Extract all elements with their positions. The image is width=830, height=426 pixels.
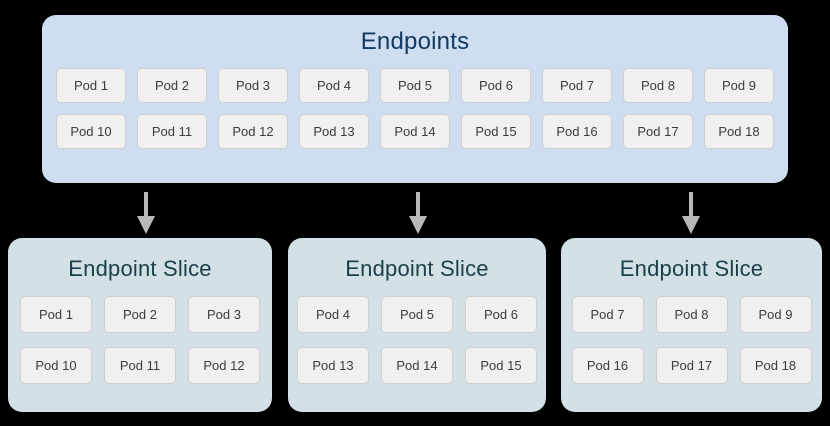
pod-chip: Pod 2 xyxy=(104,296,176,333)
endpoint-slice-title: Endpoint Slice xyxy=(619,256,764,281)
pod-chip: Pod 17 xyxy=(623,114,693,149)
pod-chip: Pod 6 xyxy=(461,68,531,103)
pod-chip: Pod 11 xyxy=(104,347,176,384)
endpoint-slice-pod-row: Pod 16 Pod 17 Pod 18 xyxy=(571,347,812,384)
pod-chip: Pod 3 xyxy=(188,296,260,333)
pod-chip: Pod 5 xyxy=(381,296,453,333)
pod-chip: Pod 4 xyxy=(299,68,369,103)
pod-chip: Pod 3 xyxy=(218,68,288,103)
pod-chip: Pod 13 xyxy=(297,347,369,384)
arrow-head xyxy=(137,216,155,234)
pod-chip: Pod 12 xyxy=(188,347,260,384)
pod-chip: Pod 16 xyxy=(542,114,612,149)
pod-chip: Pod 9 xyxy=(739,296,812,333)
pod-chip: Pod 5 xyxy=(380,68,450,103)
arrow-head xyxy=(409,216,427,234)
endpoint-slice-panel-2: Endpoint Slice Pod 4 Pod 5 Pod 6 Pod 13 … xyxy=(288,238,546,412)
pod-chip: Pod 10 xyxy=(56,114,126,149)
pod-chip: Pod 4 xyxy=(297,296,369,333)
endpoint-slice-pod-row: Pod 13 Pod 14 Pod 15 xyxy=(297,347,537,384)
endpoints-pod-row: Pod 10 Pod 11 Pod 12 Pod 13 Pod 14 Pod 1… xyxy=(56,114,774,149)
endpoint-slice-panel-3: Endpoint Slice Pod 7 Pod 8 Pod 9 Pod 16 … xyxy=(561,238,822,412)
arrow-stem xyxy=(416,192,420,218)
pod-chip: Pod 14 xyxy=(381,347,453,384)
pod-chip: Pod 10 xyxy=(20,347,92,384)
pod-chip: Pod 1 xyxy=(20,296,92,333)
pod-chip: Pod 11 xyxy=(137,114,207,149)
endpoints-pod-row: Pod 1 Pod 2 Pod 3 Pod 4 Pod 5 Pod 6 Pod … xyxy=(56,68,774,103)
endpoints-title: Endpoints xyxy=(360,28,470,55)
endpoint-slice-pod-row: Pod 10 Pod 11 Pod 12 xyxy=(20,347,260,384)
endpoint-slice-pod-grid: Pod 4 Pod 5 Pod 6 Pod 13 Pod 14 Pod 15 xyxy=(288,296,546,384)
arrow-stem xyxy=(689,192,693,218)
endpoint-slice-pod-grid: Pod 7 Pod 8 Pod 9 Pod 16 Pod 17 Pod 18 xyxy=(561,296,822,384)
endpoint-slice-title: Endpoint Slice xyxy=(345,256,489,281)
endpoint-slice-pod-grid: Pod 1 Pod 2 Pod 3 Pod 10 Pod 11 Pod 12 xyxy=(8,296,272,384)
pod-chip: Pod 7 xyxy=(571,296,644,333)
pod-chip: Pod 12 xyxy=(218,114,288,149)
pod-chip: Pod 6 xyxy=(465,296,537,333)
pod-chip: Pod 17 xyxy=(655,347,728,384)
pod-chip: Pod 9 xyxy=(704,68,774,103)
endpoint-slice-pod-row: Pod 1 Pod 2 Pod 3 xyxy=(20,296,260,333)
pod-chip: Pod 18 xyxy=(739,347,812,384)
arrow-head xyxy=(682,216,700,234)
pod-chip: Pod 8 xyxy=(655,296,728,333)
pod-chip: Pod 1 xyxy=(56,68,126,103)
arrow-down-icon xyxy=(406,192,430,234)
pod-chip: Pod 15 xyxy=(461,114,531,149)
pod-chip: Pod 8 xyxy=(623,68,693,103)
endpoint-slice-title: Endpoint Slice xyxy=(68,256,212,281)
endpoints-panel: Endpoints Pod 1 Pod 2 Pod 3 Pod 4 Pod 5 … xyxy=(42,15,788,183)
pod-chip: Pod 15 xyxy=(465,347,537,384)
pod-chip: Pod 13 xyxy=(299,114,369,149)
arrow-down-icon xyxy=(134,192,158,234)
endpoint-slice-pod-row: Pod 7 Pod 8 Pod 9 xyxy=(571,296,812,333)
pod-chip: Pod 18 xyxy=(704,114,774,149)
endpoint-slice-pod-row: Pod 4 Pod 5 Pod 6 xyxy=(297,296,537,333)
pod-chip: Pod 16 xyxy=(571,347,644,384)
endpoint-slice-panel-1: Endpoint Slice Pod 1 Pod 2 Pod 3 Pod 10 … xyxy=(8,238,272,412)
pod-chip: Pod 7 xyxy=(542,68,612,103)
pod-chip: Pod 14 xyxy=(380,114,450,149)
arrow-stem xyxy=(144,192,148,218)
endpoints-pod-grid: Pod 1 Pod 2 Pod 3 Pod 4 Pod 5 Pod 6 Pod … xyxy=(56,68,774,149)
arrow-down-icon xyxy=(679,192,703,234)
pod-chip: Pod 2 xyxy=(137,68,207,103)
